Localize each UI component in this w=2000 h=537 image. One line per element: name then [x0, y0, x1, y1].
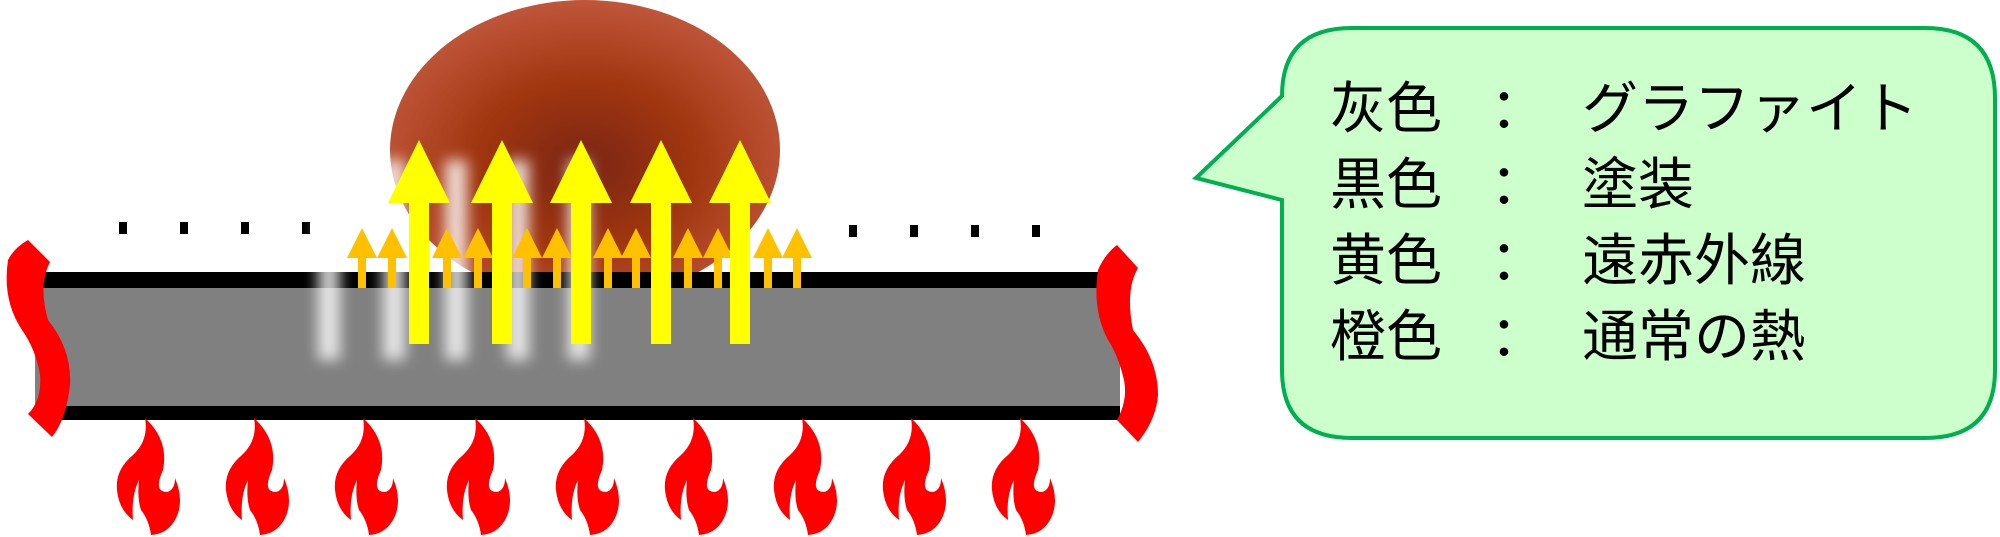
normal-heat-arrow [593, 228, 623, 258]
far-infrared-arrow [471, 140, 533, 203]
legend-colon: ： [1490, 305, 1546, 370]
far-infrared-arrow [630, 140, 692, 203]
legend-color-label: 橙色 [1330, 305, 1442, 370]
legend-color-label: 黒色 [1330, 153, 1442, 218]
surface-dots [119, 222, 1040, 237]
far-infrared-arrow-shaft [492, 201, 512, 344]
normal-heat-arrow [703, 228, 733, 258]
far-infrared-arrow-shaft [730, 201, 750, 344]
coating-bottom [35, 406, 1120, 420]
legend-row-far-infrared: 黄色 ： 遠赤外線 [1330, 224, 1918, 300]
normal-heat-arrow-shaft [632, 256, 640, 288]
far-infrared-arrow [550, 140, 612, 203]
legend-row-normal-heat: 橙色 ： 通常の熱 [1330, 300, 1918, 376]
side-flame-left [6, 240, 71, 437]
burner-flames [116, 418, 1055, 535]
legend-bubble [1192, 26, 1997, 440]
normal-heat-arrow-shaft [474, 256, 482, 288]
normal-heat-arrow-shaft [684, 256, 692, 288]
far-infrared-arrow [388, 140, 450, 203]
normal-heat-arrow [673, 228, 703, 258]
normal-heat-arrow [432, 228, 462, 258]
flame-icon [664, 418, 728, 535]
side-flame-right [1096, 245, 1158, 442]
normal-heat-arrow-shaft [604, 256, 612, 288]
flame-icon [882, 418, 946, 535]
legend-colon: ： [1490, 229, 1546, 294]
normal-heat-arrow [782, 228, 812, 258]
normal-heat-arrow [377, 228, 407, 258]
flame-icon [334, 418, 398, 535]
flame-icon [555, 418, 619, 535]
legend-row-graphite: 灰色 ： グラファイト [1330, 72, 1918, 148]
normal-heat-arrow-shaft [553, 256, 561, 288]
flame-icon [116, 418, 180, 535]
normal-heat-arrow [621, 228, 651, 258]
legend-meaning: 通常の熱 [1582, 305, 1806, 370]
normal-heat-arrow [542, 228, 572, 258]
legend-colon: ： [1490, 153, 1546, 218]
normal-heat-arrows [347, 228, 812, 288]
normal-heat-arrow [347, 228, 377, 258]
normal-heat-arrow-shaft [388, 256, 396, 288]
legend-color-label: 黄色 [1330, 229, 1442, 294]
normal-heat-arrow [753, 228, 783, 258]
legend-meaning: 塗装 [1582, 153, 1694, 218]
flame-icon [446, 418, 510, 535]
normal-heat-arrow-shaft [358, 256, 366, 288]
legend-meaning: グラファイト [1582, 77, 1918, 142]
legend-row-coating: 黒色 ： 塗装 [1330, 148, 1918, 224]
far-infrared-arrow-shaft [651, 201, 671, 344]
flame-icon [225, 418, 289, 535]
normal-heat-arrow-shaft [714, 256, 722, 288]
normal-heat-arrow-shaft [764, 256, 772, 288]
far-infrared-arrows [388, 140, 771, 344]
normal-heat-arrow-shaft [443, 256, 451, 288]
normal-heat-arrow-shaft [523, 256, 531, 288]
normal-heat-arrow [463, 228, 493, 258]
legend-color-label: 灰色 [1330, 77, 1442, 142]
flame-icon [991, 418, 1055, 535]
far-infrared-arrow [709, 140, 771, 203]
normal-heat-arrow-shaft [793, 256, 801, 288]
far-infrared-arrow-shaft [571, 201, 591, 344]
legend-meaning: 遠赤外線 [1582, 229, 1806, 294]
flame-icon [773, 418, 837, 535]
far-infrared-arrow-shaft [409, 201, 429, 344]
legend: 灰色 ： グラファイト 黒色 ： 塗装 黄色 ： 遠赤外線 橙色 ： 通常の熱 [1330, 72, 1918, 376]
normal-heat-arrow [512, 228, 542, 258]
legend-colon: ： [1490, 77, 1546, 142]
